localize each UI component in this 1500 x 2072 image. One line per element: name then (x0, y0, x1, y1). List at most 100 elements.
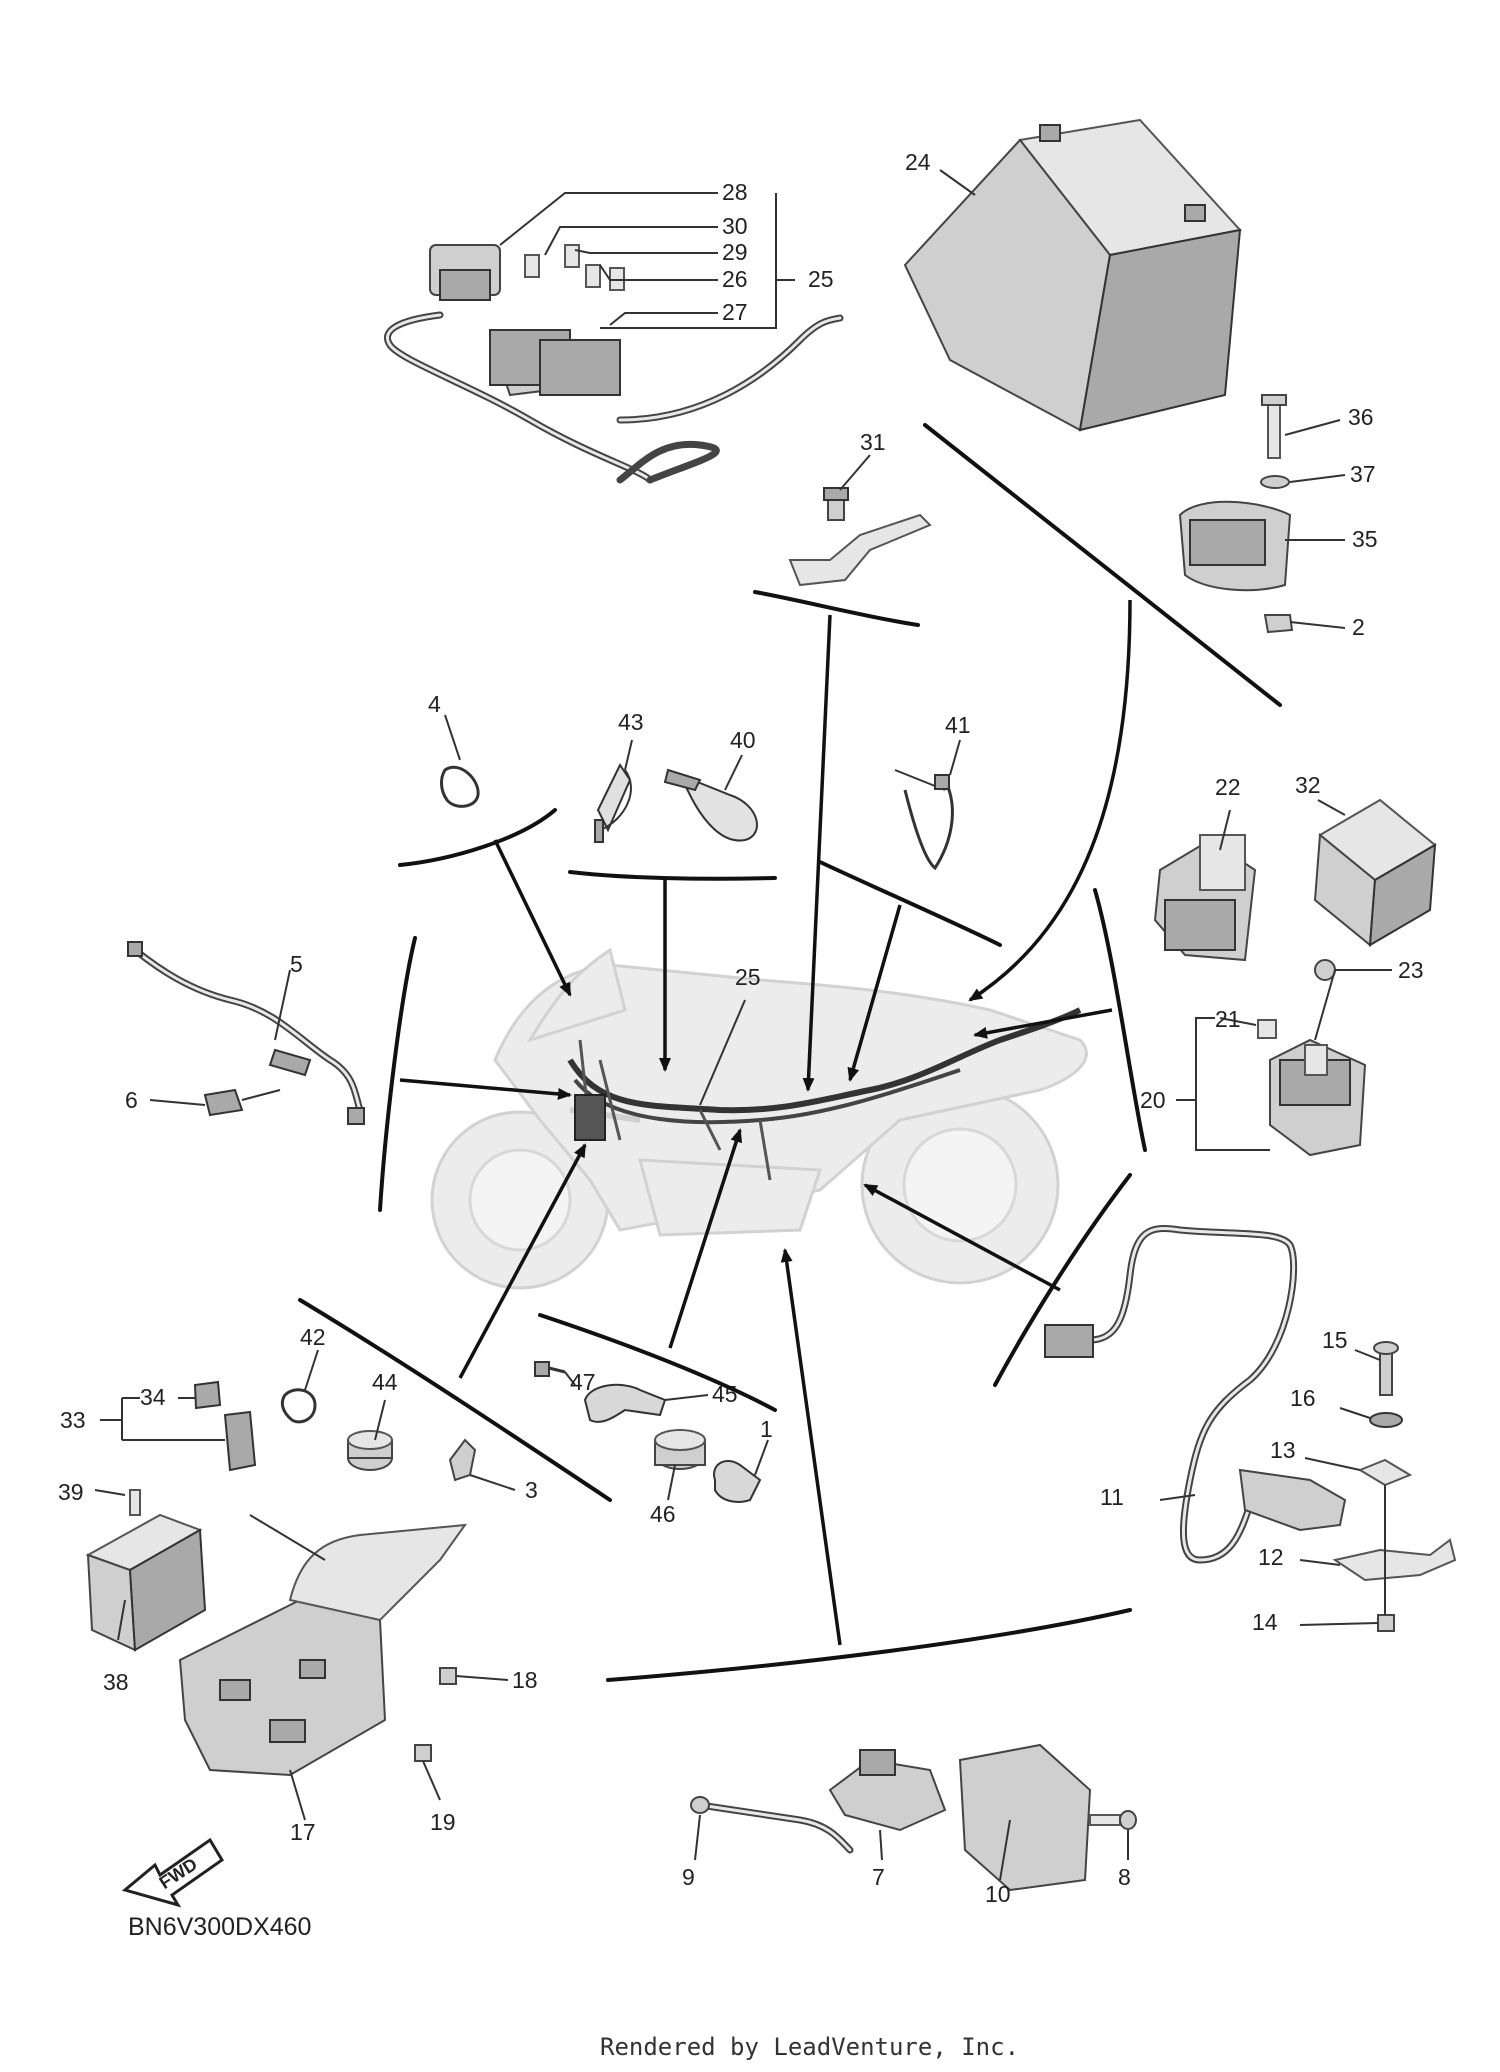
bar-relays (1093, 888, 1147, 1152)
part-43-band (594, 762, 632, 843)
label-4: 4 (428, 691, 441, 717)
label-36: 36 (1348, 404, 1374, 430)
battery-group-bar (923, 423, 1282, 707)
arrow-left-clamps (458, 1143, 587, 1379)
bar-31 (753, 590, 920, 627)
wire-harness (567, 1007, 1082, 1181)
battery-bracket-parts (1178, 394, 1294, 634)
part-11-sensor-lead (1044, 1224, 1347, 1564)
part-5-cable (127, 941, 365, 1125)
bar-4 (398, 808, 557, 867)
label-3: 3 (525, 1477, 538, 1503)
label-7: 7 (872, 1864, 885, 1890)
label-33: 33 (60, 1407, 86, 1433)
arrow-bottom (780, 1248, 842, 1646)
label-23: 23 (1398, 957, 1424, 983)
label-30: 30 (722, 213, 748, 239)
leader-11 (1159, 1494, 1196, 1501)
label-26: 26 (722, 266, 748, 292)
bar-5-6 (378, 936, 417, 1212)
label-32: 32 (1295, 772, 1321, 798)
part-4-grommet (440, 766, 480, 808)
leader-22 (1219, 809, 1231, 851)
leader-24 (939, 169, 976, 196)
fuse-box-assembly (384, 244, 844, 484)
label-22: 22 (1215, 774, 1241, 800)
part-44-collar (347, 1430, 393, 1471)
arrow-4 (493, 839, 572, 997)
leader-9 (694, 1814, 701, 1861)
leader-14 (1299, 1622, 1379, 1626)
part-34-part-33 (193, 1380, 257, 1472)
diagram-code: BN6V300DX460 (128, 1913, 311, 1941)
leader-12 (1299, 1559, 1341, 1566)
leader-23 (1314, 969, 1392, 1041)
label-19: 19 (430, 1809, 456, 1835)
label-35: 35 (1352, 526, 1378, 552)
label-21: 21 (1215, 1006, 1241, 1032)
part-3-clip (448, 1438, 477, 1482)
motorcycle-silhouette (430, 947, 1088, 1290)
part-22-relay (1153, 834, 1257, 962)
bar-clamps (538, 1313, 777, 1412)
arrow-sensor (863, 1183, 1061, 1292)
bracket-leaders (1284, 419, 1346, 629)
label-38: 38 (103, 1669, 129, 1695)
leader-6b (241, 1089, 281, 1101)
part-18-19-nuts (414, 1667, 457, 1762)
leader-33-ecu (249, 1514, 326, 1561)
label-40: 40 (730, 727, 756, 753)
leader-42 (304, 1349, 319, 1391)
leader-33 (100, 1397, 225, 1441)
leader-32 (1317, 799, 1346, 816)
part-31 (788, 487, 932, 587)
part-41-tie (894, 769, 954, 871)
leader-10 (999, 1819, 1011, 1881)
label-46: 46 (650, 1501, 676, 1527)
label-31: 31 (860, 429, 886, 455)
bar-43-40 (568, 870, 777, 881)
leader-16 (1339, 1407, 1371, 1419)
label-34: 34 (140, 1384, 166, 1410)
leader-21 (1219, 1017, 1257, 1026)
leader-41 (949, 739, 961, 776)
leader-38 (117, 1599, 126, 1641)
leader-44 (374, 1399, 386, 1441)
label-15: 15 (1322, 1327, 1348, 1353)
label-44: 44 (372, 1369, 398, 1395)
leader-46 (667, 1464, 676, 1501)
label-9: 9 (682, 1864, 695, 1890)
label-25-center: 25 (735, 964, 761, 990)
leader-13 (1304, 1457, 1361, 1471)
fwd-arrow-icon: FWD (121, 1837, 225, 1908)
bar-bottom (606, 1608, 1132, 1682)
part-6-clip (203, 1088, 244, 1117)
leader-20 (1195, 1017, 1270, 1151)
label-25-top: 25 (808, 266, 834, 292)
part-40-clamp (663, 768, 758, 842)
leader-39 (94, 1489, 126, 1496)
label-39: 39 (58, 1479, 84, 1505)
leader-31 (839, 454, 871, 491)
part-32-relay (1313, 798, 1437, 947)
arrow-41 (847, 904, 902, 1082)
leader-15 (1354, 1349, 1381, 1361)
label-16: 16 (1290, 1385, 1316, 1411)
label-8: 8 (1118, 1864, 1131, 1890)
bar-41 (818, 860, 1002, 947)
part-45-clamp (583, 1383, 667, 1423)
part-46-collar (654, 1429, 706, 1470)
label-27: 27 (722, 299, 748, 325)
battery-arrow (968, 599, 1132, 1002)
label-2: 2 (1352, 614, 1365, 640)
label-5: 5 (290, 951, 303, 977)
label-17: 17 (290, 1819, 316, 1845)
sensor-hardware (1332, 1341, 1457, 1632)
credit-text: Rendered by LeadVenture, Inc. (600, 2033, 1019, 2061)
label-1: 1 (760, 1416, 773, 1442)
fuse-box-leaders (499, 192, 795, 329)
leader-1 (754, 1439, 769, 1476)
leader-5 (274, 969, 291, 1041)
label-12: 12 (1258, 1544, 1284, 1570)
